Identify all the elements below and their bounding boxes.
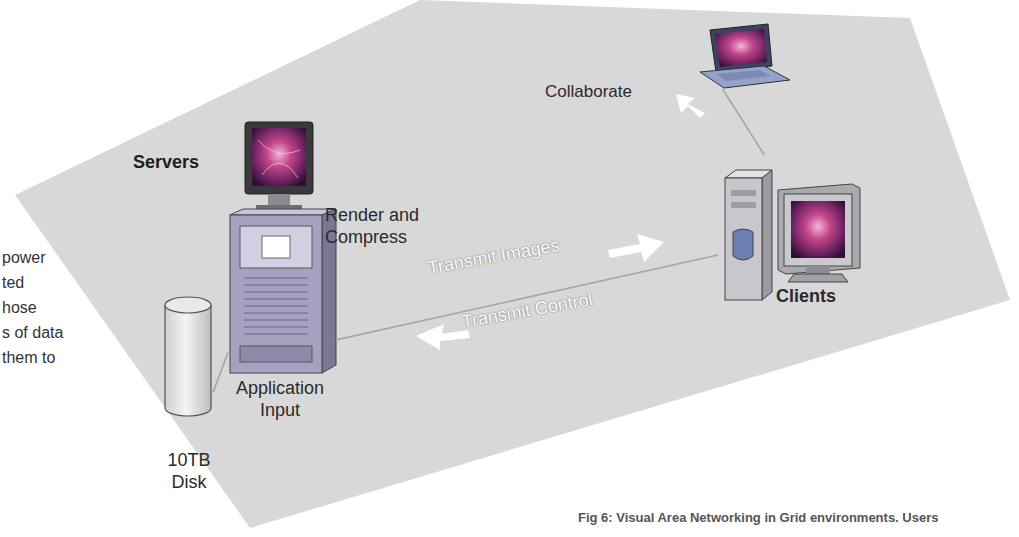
control-arrow — [416, 324, 470, 350]
body-text-fragment: ted — [2, 273, 24, 292]
device-node: Clients — [718, 155, 863, 315]
network-link — [336, 255, 718, 340]
collaborate-arrow — [676, 94, 705, 118]
network-link — [213, 353, 228, 393]
figure-caption: Fig 6: Visual Area Networking in Grid en… — [578, 510, 938, 526]
images-arrow — [608, 234, 664, 262]
flow-label: Transmit Control — [460, 289, 594, 333]
body-text-fragment: power — [2, 248, 46, 267]
disk-cylinder — [165, 297, 211, 416]
body-text-fragment: hose — [2, 298, 37, 317]
device-node: Collaborate — [695, 22, 790, 89]
flow-label: Transmit Images — [426, 235, 561, 279]
server-tower — [230, 209, 336, 373]
server-monitor — [245, 122, 313, 211]
flow-arrows — [416, 94, 705, 350]
floor-plane — [15, 0, 1010, 528]
device-node: Render and CompressApplication Input — [228, 118, 336, 373]
device-label: Render and Compress — [325, 205, 437, 248]
network-link — [723, 89, 765, 155]
laptop — [700, 24, 790, 88]
body-text-fragment: them to — [2, 348, 55, 367]
device-label: Clients — [776, 286, 856, 308]
device-label: Collaborate — [545, 82, 655, 102]
group-heading: Servers — [133, 152, 199, 174]
device-label: 10TB Disk — [153, 450, 225, 493]
device-node: 10TB Disk — [165, 298, 213, 416]
body-text-fragment: s of data — [2, 323, 63, 342]
device-label: Application Input — [222, 378, 338, 421]
client-computer — [725, 170, 860, 300]
